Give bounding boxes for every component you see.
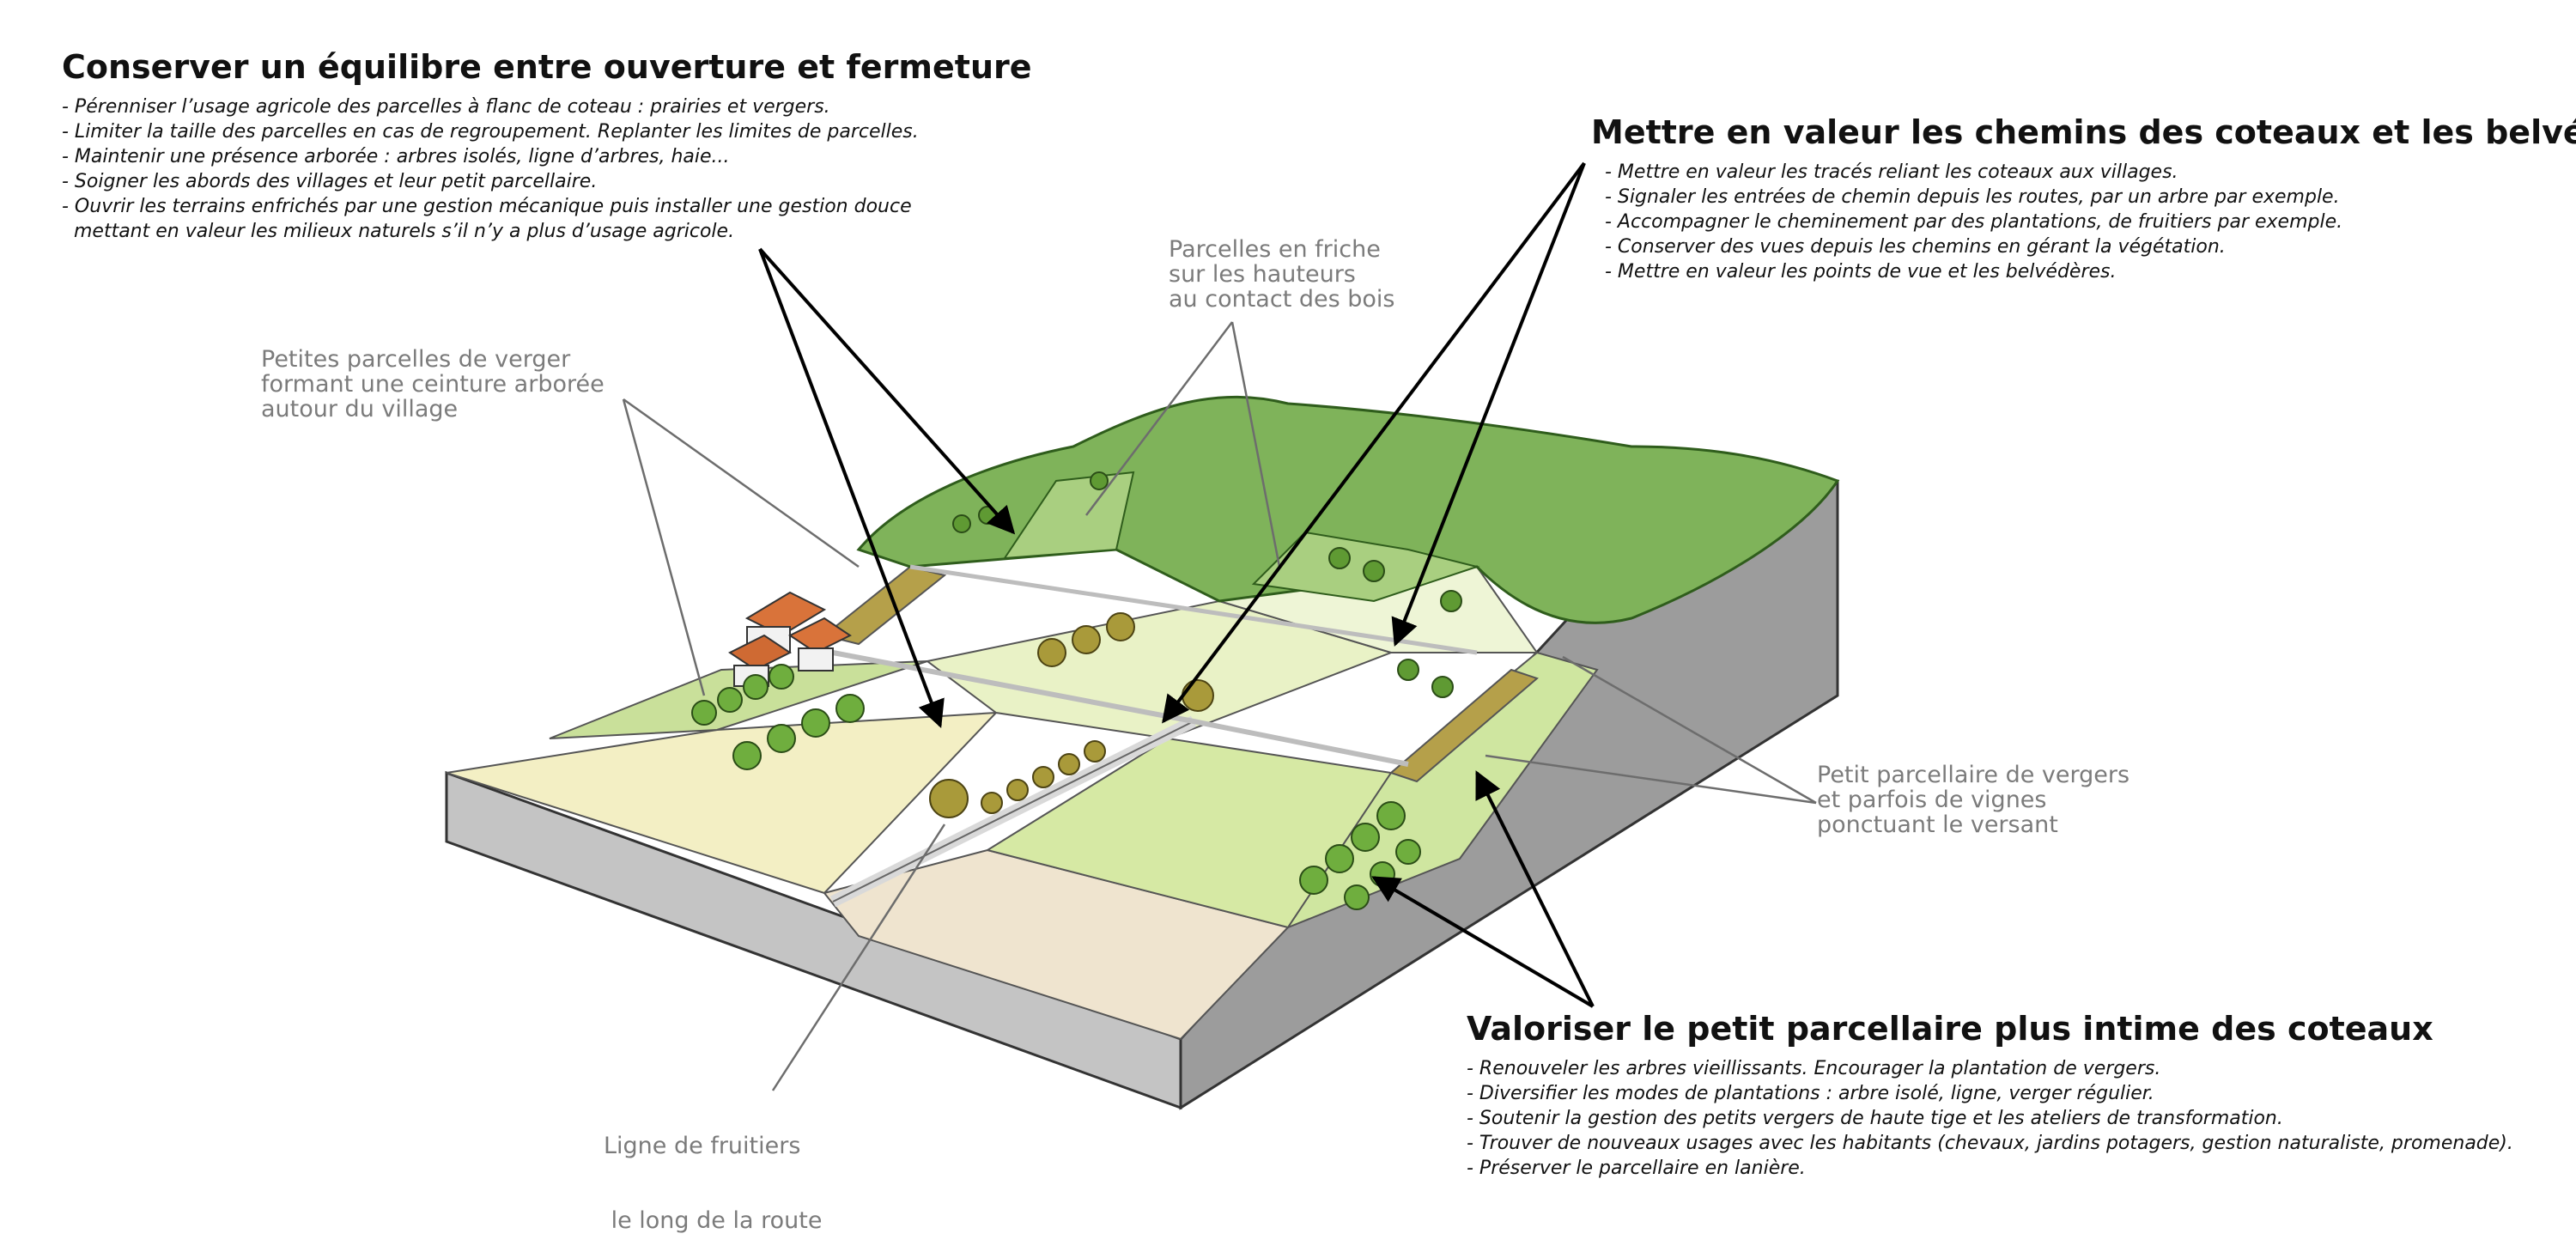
label-line: ponctuant le versant bbox=[1817, 811, 2058, 838]
label-line: le long de la route bbox=[604, 1207, 823, 1234]
label-line: Ligne de fruitiers bbox=[604, 1133, 801, 1159]
block-chemins-belvederes: Mettre en valeur les chemins des coteaux… bbox=[1591, 113, 2576, 284]
bullet: - Diversifier les modes de plantations :… bbox=[1467, 1083, 2154, 1104]
block-title: Valoriser le petit parcellaire plus inti… bbox=[1467, 1010, 2433, 1048]
hill-trees bbox=[952, 471, 1462, 698]
bullet: - Mettre en valeur les tracés reliant le… bbox=[1605, 161, 2178, 183]
vine-strip bbox=[1389, 668, 1539, 783]
block-ouverture-fermeture: Conserver un équilibre entre ouverture e… bbox=[62, 48, 1032, 244]
bullet: - Limiter la taille des parcelles en cas… bbox=[62, 121, 919, 143]
bullet: - Soutenir la gestion des petits vergers… bbox=[1467, 1108, 2283, 1129]
hill-path bbox=[832, 650, 1409, 767]
village bbox=[728, 591, 852, 687]
label-line: au contact des bois bbox=[1169, 286, 1395, 313]
main-road-edges bbox=[832, 720, 1194, 902]
label-line: Petites parcelles de verger bbox=[261, 346, 571, 373]
bullet: - Accompagner le cheminement par des pla… bbox=[1605, 211, 2343, 233]
label-petites-parcelles-verger: Petites parcelles de verger formant une … bbox=[261, 347, 605, 422]
label-line: sur les hauteurs bbox=[1169, 261, 1356, 288]
field-slope-green bbox=[1285, 651, 1599, 930]
label-line: formant une ceinture arborée bbox=[261, 371, 605, 398]
label-ligne-fruitiers: Ligne de fruitiers le long de la route bbox=[604, 1084, 822, 1258]
block-bullet-list: - Pérenniser l’usage agricole des parcel… bbox=[62, 94, 1032, 244]
label-line: Parcelles en friche bbox=[1169, 236, 1381, 263]
upper-path bbox=[909, 564, 1478, 655]
label-parcellaire-vergers-vignes: Petit parcellaire de vergers et parfois … bbox=[1817, 763, 2129, 837]
label-line: autour du village bbox=[261, 396, 459, 422]
bullet: - Trouver de nouveaux usages avec les ha… bbox=[1467, 1133, 2513, 1154]
block-bullet-list: - Mettre en valeur les tracés reliant le… bbox=[1591, 160, 2576, 284]
field-pale-center bbox=[925, 599, 1394, 740]
block-title: Conserver un équilibre entre ouverture e… bbox=[62, 48, 1032, 86]
bullet: mettant en valeur les milieux naturels s… bbox=[62, 221, 735, 242]
black-arrows bbox=[758, 161, 1595, 1008]
block-title: Mettre en valeur les chemins des coteaux… bbox=[1591, 113, 2576, 151]
bullet: - Signaler les entrées de chemin depuis … bbox=[1605, 186, 2340, 208]
block-petit-parcellaire: Valoriser le petit parcellaire plus inti… bbox=[1467, 1010, 2513, 1181]
label-line: et parfois de vignes bbox=[1817, 787, 2047, 813]
bullet: - Ouvrir les terrains enfrichés par une … bbox=[62, 196, 912, 217]
wooded-hilltop bbox=[856, 395, 1840, 624]
bullet: - Préserver le parcellaire en lanière. bbox=[1467, 1158, 1806, 1179]
label-leader-lines bbox=[622, 321, 1817, 1091]
block-bullet-list: - Renouveler les arbres vieillissants. E… bbox=[1467, 1056, 2513, 1181]
label-line: Petit parcellaire de vergers bbox=[1817, 762, 2130, 788]
bullet: - Mettre en valeur les points de vue et … bbox=[1605, 261, 2117, 283]
label-parcelles-friche: Parcelles en friche sur les hauteurs au … bbox=[1169, 237, 1395, 312]
bullet: - Renouveler les arbres vieillissants. E… bbox=[1467, 1058, 2161, 1079]
bullet: - Maintenir une présence arborée : arbre… bbox=[62, 146, 730, 167]
vine-strip-2 bbox=[822, 565, 947, 646]
bullet: - Pérenniser l’usage agricole des parcel… bbox=[62, 96, 830, 118]
bullet: - Conserver des vues depuis les chemins … bbox=[1605, 236, 2226, 258]
orchard-trees bbox=[691, 664, 1421, 910]
bullet: - Soigner les abords des villages et leu… bbox=[62, 171, 598, 192]
field-beige-front bbox=[823, 848, 1290, 1041]
